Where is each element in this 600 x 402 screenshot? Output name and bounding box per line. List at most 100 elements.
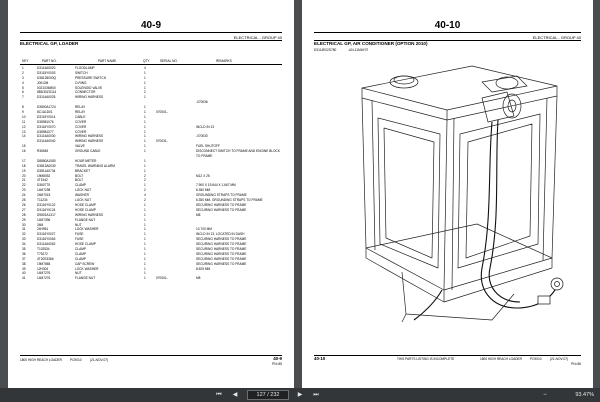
part-number-cell: T102534 (37, 246, 50, 251)
part-name-cell: BRACKET (75, 168, 91, 173)
divider (20, 40, 282, 41)
key-cell: 37 (22, 256, 26, 261)
quantity-cell: 1 (144, 251, 146, 256)
part-name-cell: CAP SCREW (75, 261, 95, 266)
divider (20, 355, 282, 356)
part-name-cell: FLOODLAMP (75, 66, 95, 70)
page-number: 40-10 (434, 20, 461, 31)
quantity-cell: 1 (144, 124, 146, 129)
quantity-cell: 4 (144, 66, 146, 70)
key-cell: 40 (22, 271, 26, 276)
table-row: -070036 (20, 100, 282, 105)
key-cell: 17 (22, 158, 26, 163)
part-number-cell: D3114A0025 (37, 95, 56, 100)
part-number-cell: 24M7015 (37, 193, 51, 198)
divider (314, 40, 581, 41)
key-cell: 41 (22, 276, 26, 281)
serial-number-cell: 070031- (156, 139, 168, 144)
part-number-cell: 19M8052 (37, 173, 51, 178)
page-number-input[interactable]: 127 / 232 (247, 390, 289, 400)
key-cell: 21 (22, 178, 26, 183)
first-page-button[interactable]: ⏮ (216, 392, 222, 398)
remarks-cell: M12 X 25 (196, 173, 210, 178)
quantity-cell: 1 (144, 114, 146, 119)
remarks-cell: SECURING HARNESS TO FRAME (196, 246, 247, 251)
remarks-cell: SECURING HARNESS TO FRAME (196, 242, 247, 247)
document-page-left: 40-9 ELECTRICAL - GROUP 40 ELECTRICAL GP… (8, 0, 294, 388)
part-number-cell: D3114A0040 (37, 139, 56, 144)
footer-page-number: 40-10 (314, 356, 326, 361)
quantity-cell: 1 (144, 129, 146, 134)
key-cell: 3 (22, 75, 24, 80)
part-name-cell: HOSE CLAMP (75, 242, 96, 247)
part-name-cell: CLAMP (75, 246, 86, 251)
key-cell: 13 (22, 129, 26, 134)
key-cell: 1 (22, 66, 24, 70)
key-cell: 4 (22, 80, 24, 85)
quantity-cell: 1 (144, 232, 146, 237)
table-row: 1 D3114A0020 FLOODLAMP 4 (20, 66, 282, 71)
quantity-cell: 1 (144, 95, 146, 100)
column-header: QTY (143, 59, 150, 63)
remarks-cell: SECURING HARNESS TO FRAME (196, 207, 247, 212)
part-number-cell: T11234 (37, 198, 48, 203)
key-cell: 24 (22, 193, 26, 198)
part-number-cell: D3116Y0063 (37, 237, 56, 242)
part-name-cell: COVER (75, 129, 87, 134)
part-name-cell: NUT (75, 271, 82, 276)
section-title: ELECTRICAL GP, LOADER (20, 41, 79, 46)
quantity-cell: 1 (144, 149, 146, 154)
next-page-button[interactable]: ▶ (297, 392, 303, 398)
zoom-level[interactable]: 93.47% (575, 392, 594, 398)
part-name-cell: COVER (75, 124, 87, 129)
part-number-cell: 24H951 (37, 227, 49, 232)
part-number-cell: D8880A1080 (37, 158, 56, 163)
part-name-cell: CABLE (75, 114, 86, 119)
remarks-cell: INCLD IN 13 (196, 124, 215, 129)
part-number-cell: D3114A0052 (37, 242, 56, 247)
part-number-cell: D3115Y0003 (37, 70, 56, 75)
footer-sub: PN=55 (272, 362, 282, 366)
part-number-cell: 14M7276 (37, 271, 51, 276)
last-page-button[interactable]: ⏭ (313, 392, 319, 398)
part-name-cell: VALVE (75, 144, 85, 149)
column-header: PART NAME (98, 59, 117, 63)
key-cell: 32 (22, 232, 26, 237)
part-name-cell: WIRING HARNESS (75, 95, 104, 100)
key-cell: 38 (22, 261, 26, 266)
key-cell: 33 (22, 237, 26, 242)
part-number-cell: T75272 (37, 251, 48, 256)
part-name-cell: WASHER (75, 193, 89, 198)
column-header: PART NO. (42, 59, 57, 63)
footer-date: (21-NOV-07) (90, 358, 109, 362)
key-cell: 25 (22, 198, 26, 203)
part-number-cell: D3114A0020 (37, 66, 56, 70)
part-number-cell: D38128000Q (37, 75, 56, 80)
part-number-cell: D3811A0734 (37, 168, 56, 173)
remarks-cell: SECURING HARNESS TO FRAME (196, 251, 247, 256)
quantity-cell: 1 (144, 202, 146, 207)
key-cell: 14 (22, 134, 26, 139)
divider (20, 32, 282, 33)
zoom-out-button[interactable]: − (543, 392, 547, 398)
document-page-right: 40-10 ELECTRICAL - GROUP 40 ELECTRICAL G… (302, 0, 593, 388)
part-number-cell: D3116Y0122 (37, 202, 56, 207)
previous-page-button[interactable]: ◀ (232, 392, 238, 398)
remarks-cell: 8.525 MM (196, 266, 211, 271)
part-name-cell: O-RING (75, 80, 87, 85)
part-name-cell: CLAMP (75, 183, 86, 188)
